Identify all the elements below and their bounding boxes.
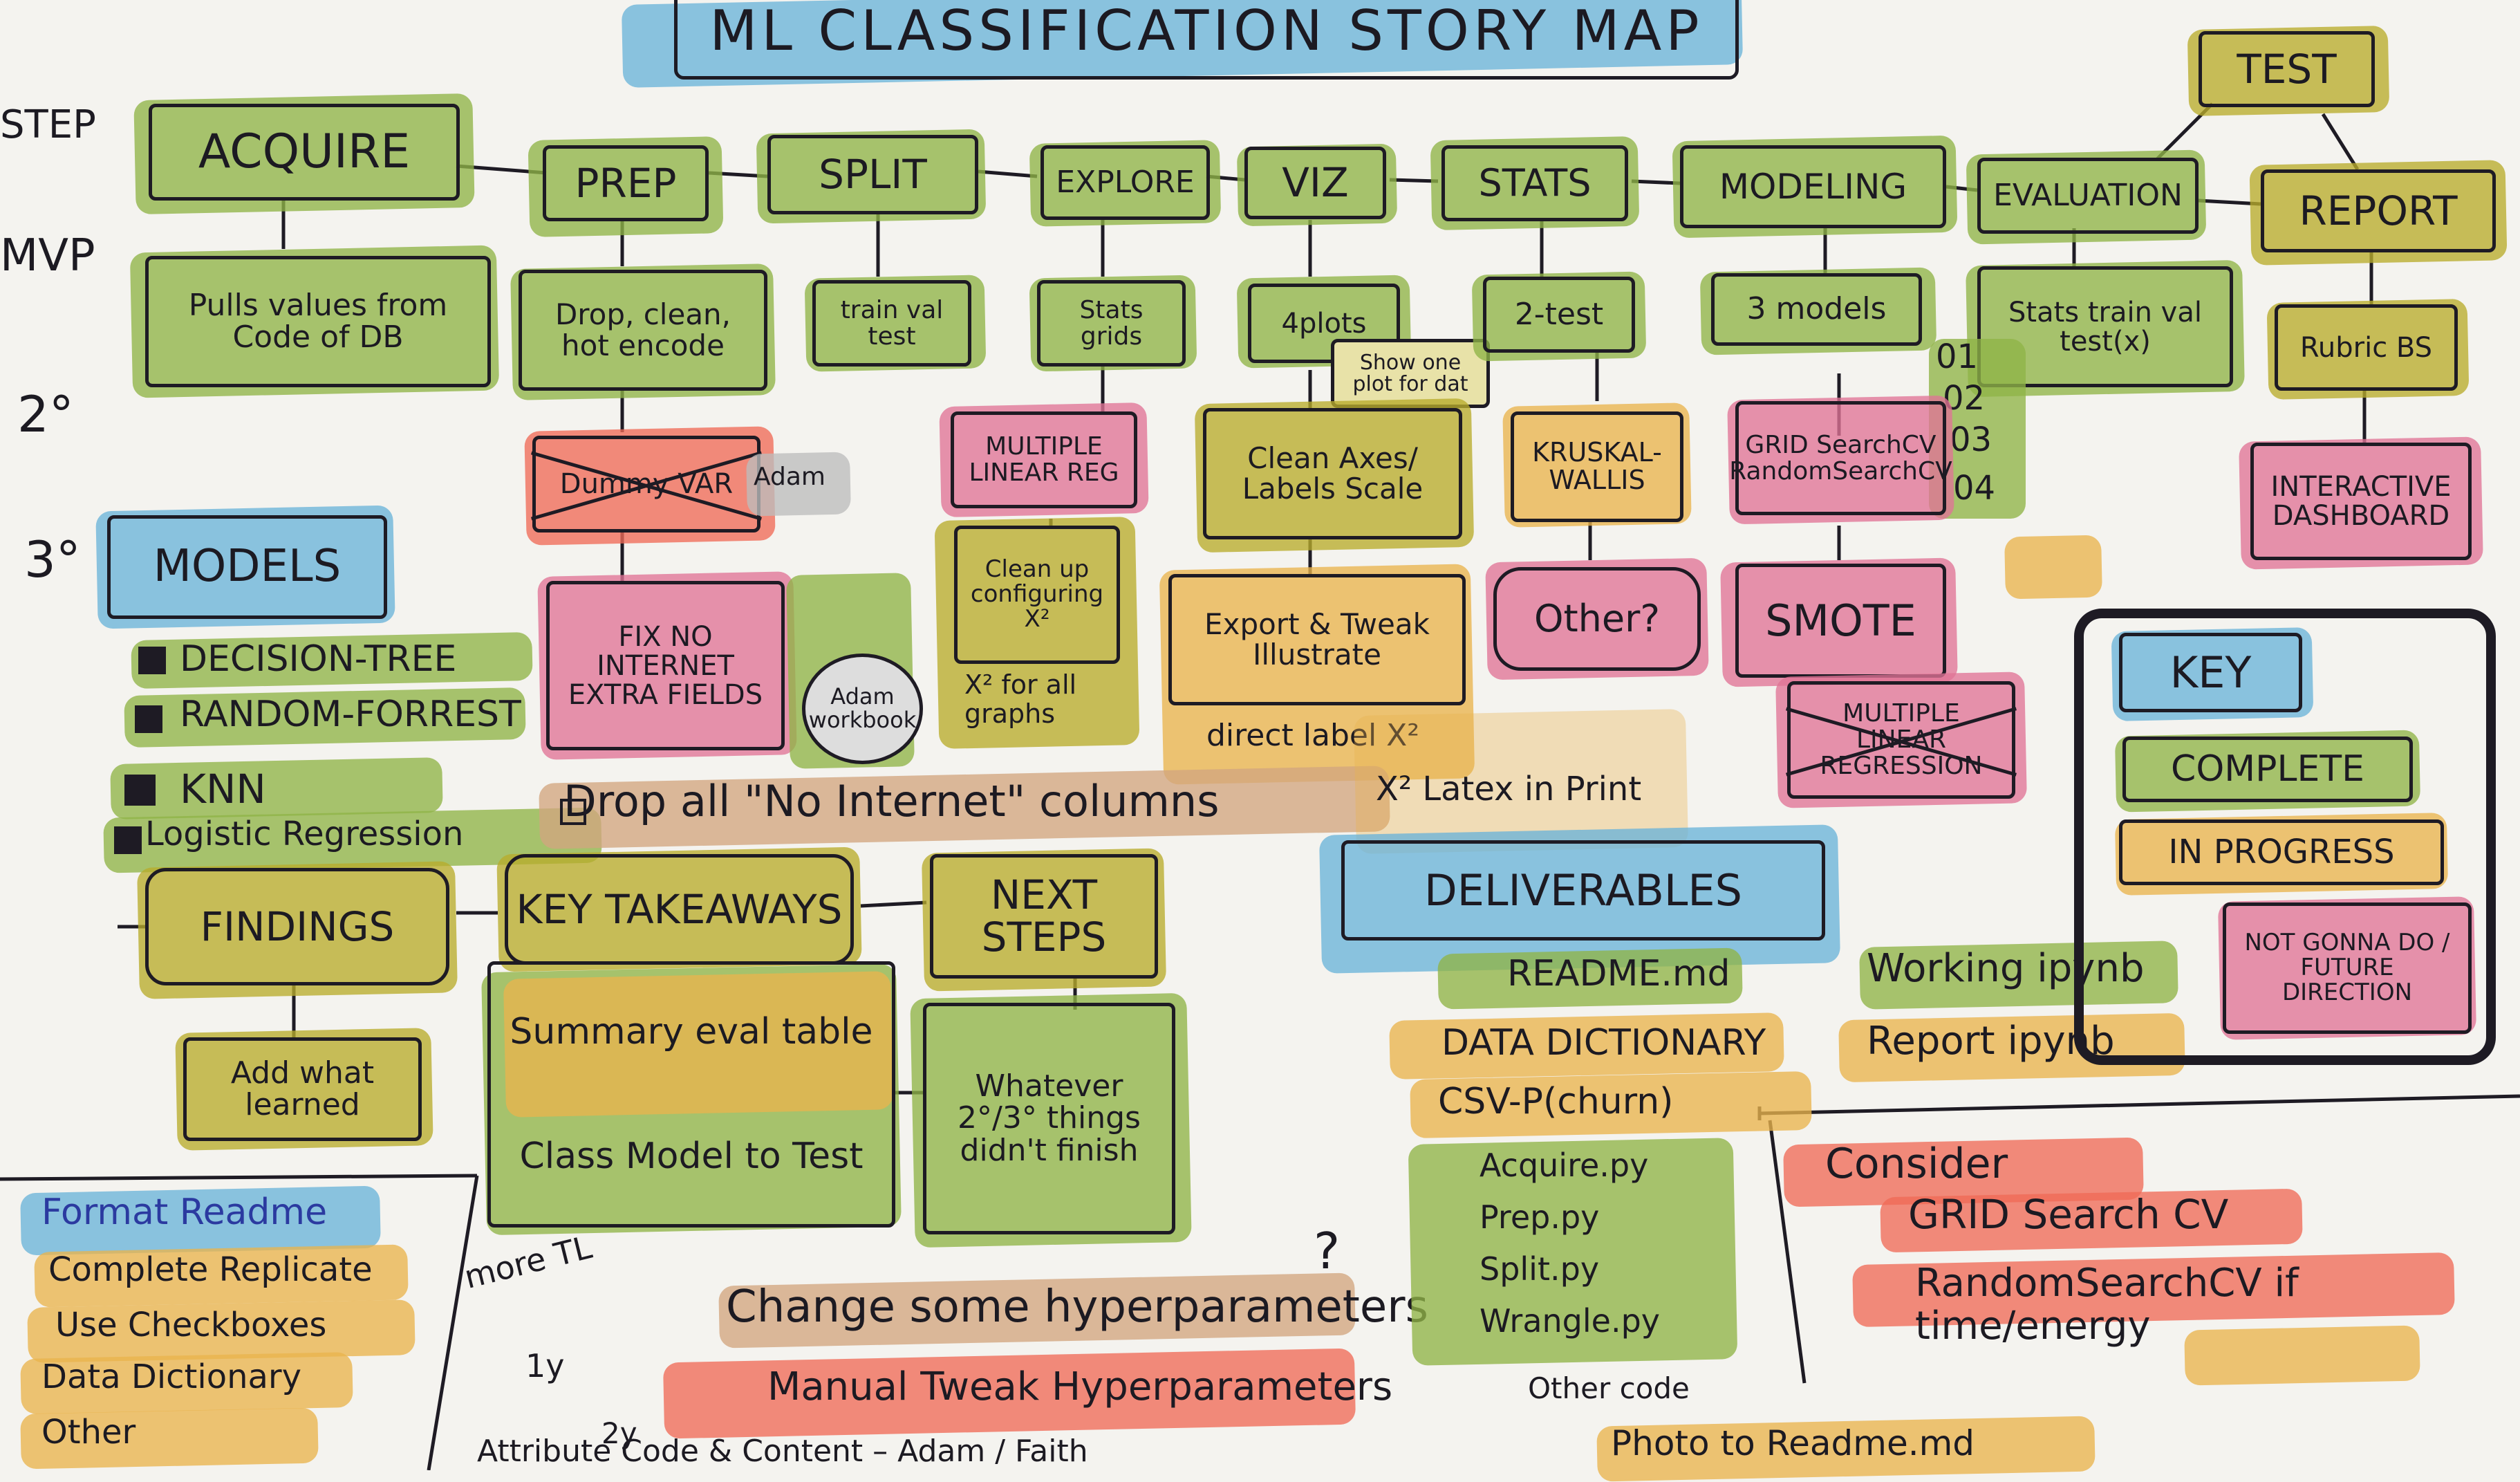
- mvp-explore: Stats grids: [1037, 280, 1186, 367]
- deliverable-working-ipynb: Working ipynb: [1867, 946, 2145, 991]
- py-file-split: Split.py: [1480, 1250, 1600, 1288]
- mvp-viz: 4plots: [1248, 284, 1400, 363]
- key-takeaways-heading: KEY TAKEAWAYS: [505, 854, 854, 965]
- tertiary-viz: Export & Tweak Illustrate: [1168, 574, 1466, 705]
- note-change-hyperparameters: Change some hyperparameters: [726, 1281, 1428, 1333]
- tertiary-modeling: SMOTE: [1735, 564, 1946, 678]
- tertiary-stats: Other?: [1493, 567, 1701, 671]
- tertiary-modeling-extra-label: MULTIPLE LINEAR REGRESSION: [1820, 699, 1983, 780]
- secondary-prep: Dummy VAR: [532, 436, 760, 532]
- note-two-year: 2y: [601, 1416, 637, 1450]
- model-number-1: 01: [1936, 337, 1979, 376]
- note-one-year: 1y: [525, 1347, 565, 1384]
- checkbox-icon: [560, 799, 586, 825]
- key-heading: KEY: [2119, 633, 2302, 712]
- secondary-stats: KRUSKAL-WALLIS: [1511, 411, 1683, 522]
- secondary-modeling: GRID SearchCV RandomSearchCV: [1729, 401, 1952, 515]
- checkbox-icon: [135, 705, 162, 733]
- tertiary-explore-note: X² for all graphs: [964, 669, 1077, 729]
- next-steps-note: Whatever 2°/3° things didn't finish: [923, 1003, 1175, 1234]
- consider-item-random-search: RandomSearchCV if time/energy: [1915, 1261, 2299, 1349]
- model-number-3: 03: [1950, 420, 1992, 459]
- format-readme-item-1: Complete Replicate: [48, 1250, 373, 1289]
- checkbox-icon: [124, 775, 156, 806]
- mvp-evaluation: Stats train val test(x): [1977, 266, 2233, 387]
- mvp-report: Rubric BS: [2275, 304, 2458, 391]
- secondary-prep-tag: Adam: [754, 463, 825, 491]
- format-readme-heading: Format Readme: [41, 1192, 328, 1233]
- mvp-modeling: 3 models: [1711, 273, 1922, 346]
- checkbox-icon: [114, 826, 142, 854]
- mvp-prep: Drop, clean, hot encode: [519, 270, 767, 391]
- tertiary-prep-note: Adam workbook: [802, 654, 923, 764]
- deliverable-other-code: Other code: [1528, 1371, 1690, 1405]
- step-test: TEST: [2199, 31, 2375, 107]
- key-item-not-gonna-do: NOT GONNA DO / FUTURE DIRECTION: [2223, 902, 2472, 1034]
- tertiary-explore: Clean up configuring X²: [954, 526, 1120, 664]
- key-takeaways-list: Summary eval table Class Model to Test: [487, 961, 895, 1228]
- deliverable-data-dictionary: DATA DICTIONARY: [1441, 1022, 1766, 1064]
- model-number-4: 04: [1953, 469, 1996, 508]
- model-item-knn: KNN: [180, 766, 266, 813]
- step-explore: EXPLORE: [1040, 145, 1210, 220]
- step-evaluation: EVALUATION: [1977, 158, 2199, 234]
- deliverable-report-ipynb: Report ipynb: [1867, 1019, 2115, 1064]
- step-report: REPORT: [2261, 169, 2496, 252]
- key-frame: [2074, 609, 2496, 1065]
- py-file-prep: Prep.py: [1480, 1198, 1600, 1236]
- x2-latex-note: X² Latex in Print: [1376, 770, 1642, 808]
- checkbox-icon: [138, 647, 166, 674]
- row-label-mvp: MVP: [0, 230, 95, 281]
- note-manual-tweak: Manual Tweak Hyperparameters: [767, 1364, 1393, 1409]
- viz-note: Show one plot for dat: [1331, 339, 1490, 408]
- step-acquire: ACQUIRE: [149, 104, 460, 201]
- findings-note: Add what learned: [183, 1037, 422, 1141]
- row-label-step: STEP: [0, 102, 96, 147]
- secondary-viz: Clean Axes/ Labels Scale: [1203, 408, 1462, 539]
- tertiary-modeling-extra: MULTIPLE LINEAR REGRESSION: [1787, 681, 2015, 799]
- deliverables-heading: DELIVERABLES: [1341, 840, 1825, 941]
- note-question: ?: [1314, 1222, 1341, 1280]
- consider-item-grid-search: GRID Search CV: [1908, 1191, 2229, 1238]
- secondary-prep-label: Dummy VAR: [559, 468, 734, 500]
- tertiary-prep: FIX NO INTERNET EXTRA FIELDS: [546, 581, 785, 750]
- py-file-wrangle: Wrangle.py: [1480, 1302, 1660, 1340]
- step-stats: STATS: [1441, 145, 1628, 221]
- format-readme-item-4: Other: [41, 1413, 136, 1452]
- py-file-acquire: Acquire.py: [1480, 1147, 1649, 1184]
- deliverable-csv: CSV-P(churn): [1438, 1081, 1674, 1122]
- step-modeling: MODELING: [1680, 145, 1946, 228]
- note-attribute-code: Attribute Code & Content – Adam / Faith: [477, 1434, 1088, 1469]
- step-split: SPLIT: [767, 135, 978, 214]
- model-item-logistic-regression: Logistic Regression: [145, 815, 464, 853]
- tertiary-viz-note: direct label X²: [1206, 718, 1419, 753]
- models-heading: MODELS: [107, 515, 387, 619]
- step-prep: PREP: [543, 145, 709, 221]
- format-readme-item-3: Data Dictionary: [41, 1358, 302, 1396]
- mvp-acquire: Pulls values from Code of DB: [145, 256, 491, 387]
- findings-heading: FINDINGS: [145, 868, 449, 985]
- consider-heading: Consider: [1825, 1140, 2008, 1188]
- mvp-stats: 2-test: [1483, 277, 1635, 353]
- model-item-decision-tree: DECISION-TREE: [180, 638, 457, 680]
- deliverable-photo-readme: Photo to Readme.md: [1611, 1423, 1975, 1463]
- format-readme-item-2: Use Checkboxes: [55, 1306, 327, 1344]
- takeaway-item-summary: Summary eval table: [510, 1011, 873, 1053]
- next-steps-heading: NEXT STEPS: [930, 854, 1158, 979]
- key-item-in-progress: IN PROGRESS: [2119, 819, 2444, 885]
- secondary-explore: MULTIPLE LINEAR REG: [951, 411, 1137, 508]
- secondary-report: INTERACTIVE DASHBOARD: [2250, 443, 2472, 560]
- step-viz: VIZ: [1244, 147, 1386, 219]
- row-label-secondary: 2°: [17, 385, 74, 443]
- page-title: ML CLASSIFICATION STORY MAP: [674, 0, 1739, 80]
- deliverable-readme: README.md: [1507, 953, 1730, 994]
- drop-no-internet-note: Drop all "No Internet" columns: [563, 776, 1220, 826]
- key-item-complete: COMPLETE: [2122, 737, 2413, 802]
- mvp-split: train val test: [812, 280, 971, 367]
- takeaway-item-class-model: Class Model to Test: [519, 1135, 864, 1177]
- model-item-random-forest: RANDOM-FORREST: [180, 694, 521, 735]
- row-label-tertiary: 3°: [24, 530, 81, 589]
